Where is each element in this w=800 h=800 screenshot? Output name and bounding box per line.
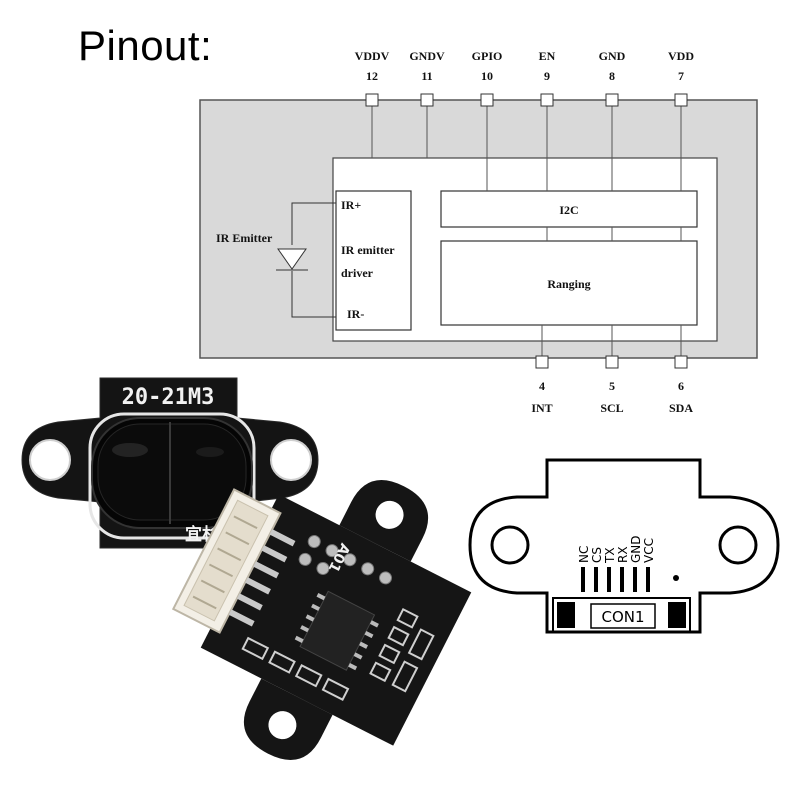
pin-pads [365, 93, 688, 369]
pin-name-10: GPIO [472, 49, 503, 63]
pin-number-4: 4 [539, 379, 545, 393]
pin-number-7: 7 [678, 69, 684, 83]
mounting-hole [29, 439, 71, 481]
pin-number-11: 11 [421, 69, 432, 83]
pin-number-8: 8 [609, 69, 615, 83]
pin-number-12: 12 [366, 69, 378, 83]
pin-number-10: 10 [481, 69, 493, 83]
ir-emitter-label: IR Emitter [216, 231, 273, 245]
pin-name-5: SCL [600, 401, 623, 415]
i2c-block [440, 190, 698, 228]
bottom-pin-wires [541, 325, 682, 356]
i2c-label: I2C [559, 203, 578, 217]
pin-name-12: VDDV [355, 49, 390, 63]
driver-label-line1: IR emitter [341, 243, 395, 257]
pin-name-6: SDA [669, 401, 693, 415]
mounting-hole [375, 500, 404, 529]
ir-plus-label: IR+ [341, 198, 361, 212]
connector-tab-left [557, 602, 575, 628]
footprint-drawing: CON1 NC CS TX RX GND VCC [468, 458, 780, 634]
pin-label-nc: NC [577, 546, 591, 563]
ir-minus-label: IR- [347, 307, 364, 321]
pin-number-5: 5 [609, 379, 615, 393]
pin-pad-5 [605, 355, 619, 369]
driver-label-line2: driver [341, 266, 374, 280]
mounting-hole [718, 525, 758, 565]
mounting-hole [268, 711, 297, 740]
pin-label-rx: RX [616, 546, 630, 563]
pin-label-cs: CS [590, 547, 604, 563]
connector-tab-right [668, 602, 686, 628]
pin-name-9: EN [539, 49, 556, 63]
module-back-photo: A01 [171, 480, 472, 760]
pin-pad-9 [540, 93, 554, 107]
top-pin-wires [371, 106, 682, 241]
mounting-hole [490, 525, 530, 565]
pin-name-7: VDD [668, 49, 694, 63]
pin-pad-10 [480, 93, 494, 107]
page-title: Pinout: [78, 22, 213, 69]
connector-pins [581, 567, 650, 592]
pin-label-gnd: GND [629, 535, 643, 563]
pin-pad-8 [605, 93, 619, 107]
driver-block [335, 190, 412, 331]
block-diagram: VDDV 12 GNDV 11 GPIO 10 EN 9 GND 8 VDD 7… [199, 49, 758, 415]
pin-name-4: INT [531, 401, 552, 415]
pin-label-vcc: VCC [642, 538, 656, 563]
connector-label: CON1 [601, 608, 644, 626]
ranging-block [440, 240, 698, 326]
mounting-hole [270, 439, 312, 481]
pin-number-6: 6 [678, 379, 684, 393]
pin-number-9: 9 [544, 69, 550, 83]
ir-emitter-diode-icon [276, 202, 336, 318]
connector-outline [552, 597, 691, 633]
silkscreen-model: 20-21M3 [122, 385, 215, 410]
pin-pad-7 [674, 93, 688, 107]
pin-pad-6 [674, 355, 688, 369]
pin-name-8: GND [599, 49, 626, 63]
pin1-marker [673, 575, 679, 581]
pin-pad-11 [420, 93, 434, 107]
pin-pad-12 [365, 93, 379, 107]
pin-label-tx: TX [603, 547, 617, 564]
ranging-label: Ranging [547, 277, 590, 291]
pin-name-11: GNDV [409, 49, 445, 63]
pin-pad-4 [535, 355, 549, 369]
